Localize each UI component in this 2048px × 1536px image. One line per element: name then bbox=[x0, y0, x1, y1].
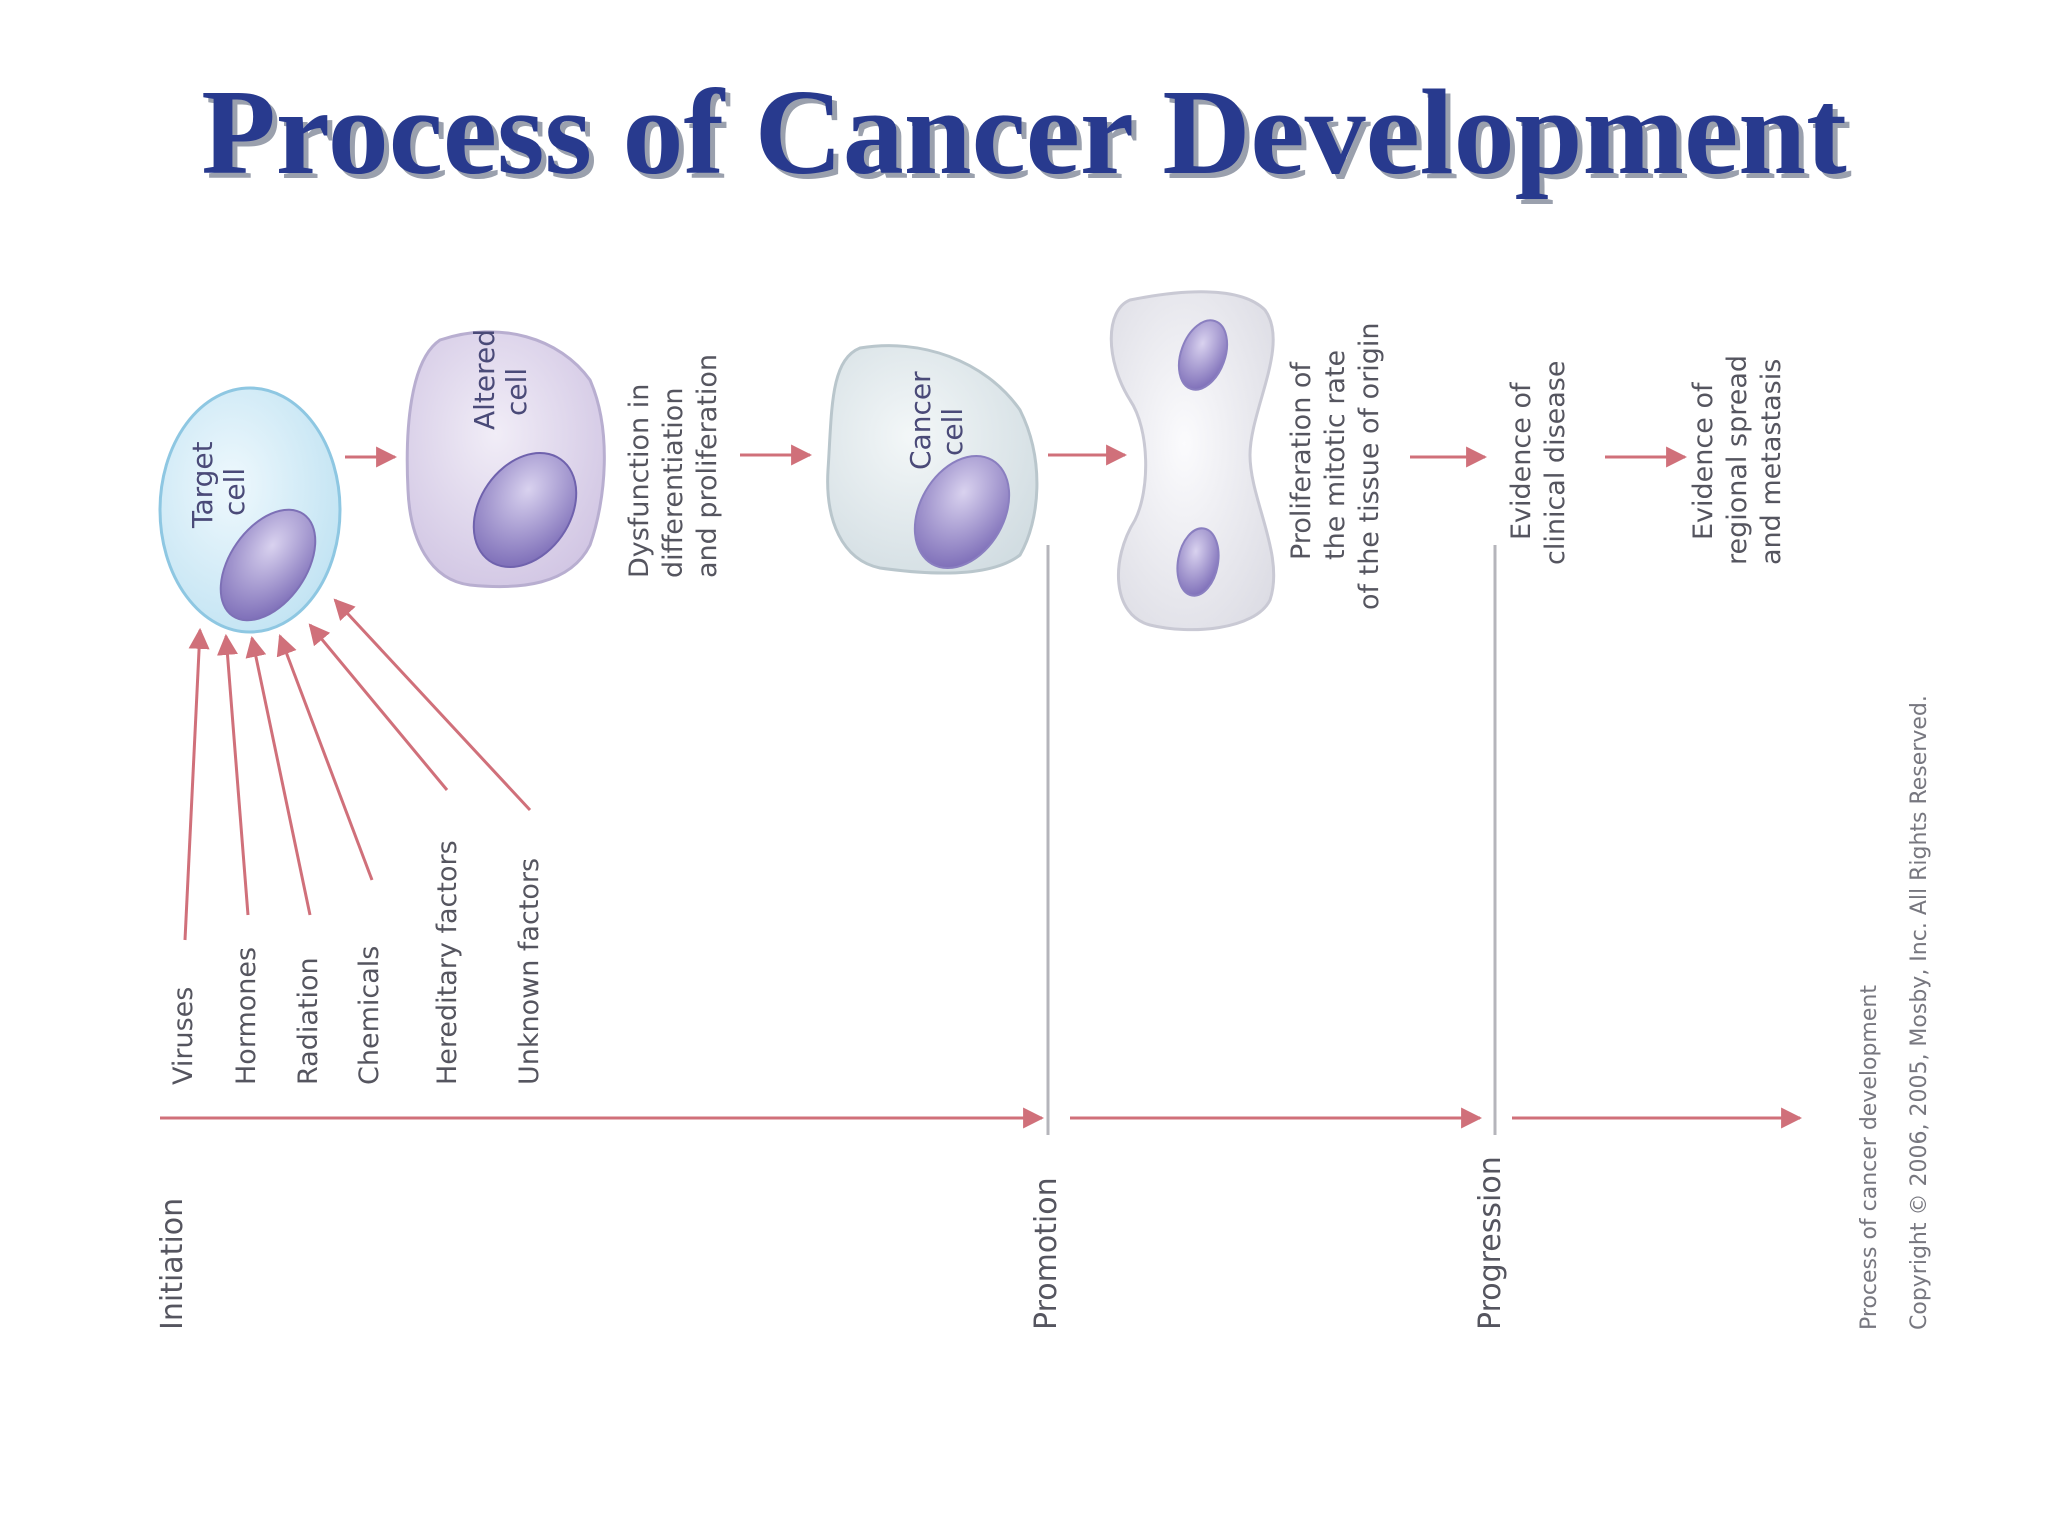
factor-label-unknown: Unknown factors bbox=[514, 858, 545, 1085]
nucleus-icon bbox=[1176, 527, 1220, 597]
stage-labels: Initiation Promotion Progression bbox=[155, 1156, 1508, 1330]
clinical-description: Evidence of clinical disease bbox=[1506, 361, 1571, 565]
dysfunction-line-3: and proliferation bbox=[692, 354, 723, 578]
nucleus-icon bbox=[913, 454, 1011, 570]
page-title: Process of Cancer Development bbox=[201, 65, 1847, 200]
target-cell: Target cell bbox=[158, 386, 342, 634]
stage-dividers bbox=[1046, 545, 1497, 1135]
caption-title: Process of cancer development bbox=[1857, 985, 1882, 1330]
factor-label-hormones: Hormones bbox=[231, 947, 262, 1085]
spread-line-1: Evidence of bbox=[1688, 381, 1719, 540]
factor-label-hereditary: Hereditary factors bbox=[432, 840, 463, 1085]
arrow-viruses bbox=[183, 627, 210, 941]
spread-line-2: regional spread bbox=[1722, 355, 1753, 565]
factor-labels: Viruses Hormones Radiation Chemicals Her… bbox=[168, 840, 545, 1085]
proliferation-line-2: the mitotic rate bbox=[1320, 350, 1351, 560]
target-cell-label-2: cell bbox=[218, 468, 251, 516]
dysfunction-line-1: Dysfunction in bbox=[624, 384, 655, 578]
clinical-line-1: Evidence of bbox=[1506, 381, 1537, 540]
figure-caption: Process of cancer development Copyright … bbox=[1857, 695, 1932, 1330]
spread-description: Evidence of regional spread and metastas… bbox=[1688, 355, 1787, 565]
arrow-unknown bbox=[333, 598, 532, 812]
arrow-hereditary bbox=[308, 623, 449, 791]
proliferation-description: Proliferation of the mitotic rate of the… bbox=[1286, 322, 1385, 610]
proliferation-line-1: Proliferation of bbox=[1286, 361, 1317, 560]
factor-label-viruses: Viruses bbox=[168, 987, 199, 1085]
stage-label-progression: Progression bbox=[1473, 1156, 1508, 1330]
stage-label-initiation: Initiation bbox=[155, 1198, 190, 1330]
altered-cell-label-1: Altered bbox=[468, 329, 501, 430]
cancer-cell-label-1: Cancer bbox=[904, 371, 937, 470]
nucleus-icon bbox=[1177, 319, 1229, 391]
factor-label-radiation: Radiation bbox=[293, 957, 324, 1085]
clinical-line-2: clinical disease bbox=[1540, 361, 1571, 565]
stage-label-promotion: Promotion bbox=[1029, 1177, 1064, 1330]
target-cell-label-1: Target bbox=[186, 441, 219, 529]
dysfunction-line-2: differentiation bbox=[658, 388, 689, 578]
factor-arrows bbox=[183, 598, 532, 941]
arrow-chemicals bbox=[276, 634, 374, 881]
factor-label-chemicals: Chemicals bbox=[354, 946, 385, 1085]
progression-arrows bbox=[345, 444, 1688, 468]
altered-cell: Altered cell bbox=[405, 329, 606, 589]
dysfunction-description: Dysfunction in differentiation and proli… bbox=[624, 354, 723, 578]
nucleus-icon bbox=[219, 508, 317, 622]
proliferation-line-3: of the tissue of origin bbox=[1354, 322, 1385, 610]
arrow-hormones bbox=[217, 633, 250, 916]
cancer-cell-label-2: cell bbox=[936, 408, 969, 456]
arrow-radiation bbox=[245, 635, 312, 916]
nucleus-icon bbox=[472, 452, 578, 568]
caption-copyright: Copyright © 2006, 2005, Mosby, Inc. All … bbox=[1907, 695, 1932, 1330]
dividing-cell bbox=[1109, 290, 1276, 632]
altered-cell-label-2: cell bbox=[500, 368, 533, 416]
spread-line-3: and metastasis bbox=[1756, 359, 1787, 565]
cancer-cell: Cancer cell bbox=[826, 344, 1039, 575]
